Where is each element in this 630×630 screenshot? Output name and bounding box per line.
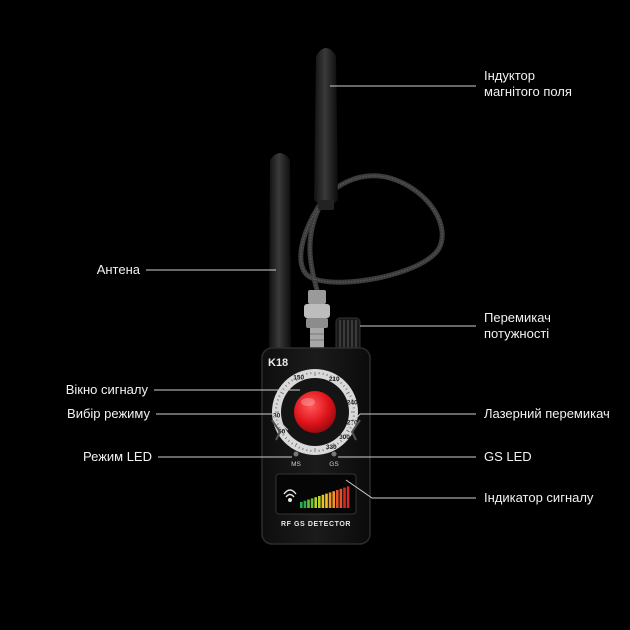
signal-meter-bar [346,486,350,508]
wifi-icon [283,489,297,503]
model-name: K18 [268,357,288,369]
dial-tick [326,373,328,376]
ms-label: MS [291,461,301,468]
dial-tick [342,437,345,440]
dial-tick [326,448,328,451]
dial-tick [345,388,348,390]
signal-meter-bar [310,498,314,508]
signal-display [275,473,357,515]
signal-meter-bar [300,502,303,508]
dial-tick [278,395,281,397]
dial-tick [278,427,281,429]
mode-select-button [271,419,282,441]
dial-tick [332,442,336,447]
dial-tick [276,423,279,425]
signal-meter-bar [314,497,317,508]
label-antenna: Антена [96,262,140,277]
dial-tick [330,375,332,378]
dial-number: 60 [278,429,286,436]
signal-meter-bar [328,492,332,508]
power-knob [335,317,361,353]
dial-number: 300 [339,434,350,441]
label-mode-led: Режим LED [83,449,152,464]
dial-tick [285,437,288,440]
label-laser-switch: Лазерний перемикач [484,406,610,421]
dial-tick [280,391,285,395]
dial-tick [287,382,290,385]
label-mode-select: Вибір режиму [67,406,150,421]
detector-text: RF GS DETECTOR [281,521,351,528]
gs-led [331,451,337,457]
signal-meter-bar [339,488,343,508]
signal-meter-bar [332,491,335,508]
dial-tick [349,395,352,397]
dial-tick [351,399,354,401]
dial-tick [298,446,300,449]
ms-led [293,451,299,457]
label-signal-indicator: Індикатор сигналу [484,490,594,505]
dial-tick [337,379,339,382]
dial-tick [294,442,298,447]
signal-meter-bar [325,493,328,508]
signal-meter-bar [303,500,307,508]
dial-tick [330,446,332,449]
dial-tick [294,377,298,382]
signal-meter-bar [318,496,321,508]
dial-tick [291,379,293,382]
dial-tick [340,382,343,385]
label-signal-window: Вікно сигналу [65,382,148,397]
dial-number: 150 [293,374,304,381]
dial-tick [282,434,285,436]
dial-tick [340,439,343,442]
dial-number: 210 [329,376,340,383]
gs-label: GS [329,461,339,468]
label-gs-led: GS LED [484,449,532,464]
label-power-switch: Перемикач потужності [484,310,551,341]
magnetic-inductor-probe [314,48,338,210]
dial-tick [345,434,348,436]
dial-tick [298,375,300,378]
dial-tick [302,448,304,451]
dial-tick [282,388,285,390]
antenna [269,153,291,352]
dial-tick [285,384,288,387]
dial-tick [332,377,336,382]
callout-lines [146,85,476,499]
laser-switch-button [350,419,361,441]
dial-tick [337,442,339,445]
signal-window-lens [294,391,336,433]
dial-tick [345,391,350,395]
signal-meter-bar [307,499,310,508]
signal-meter-bar [321,494,325,508]
dial-tick [302,373,304,376]
dial-tick [342,384,345,387]
label-magnetic-inductor: Індуктор магнітого поля [484,68,572,99]
probe-connector [304,290,330,350]
signal-meter-bar [343,487,346,508]
signal-meter-bar [336,490,339,508]
dial-tick [287,439,290,442]
dial-tick [276,399,279,401]
dial-tick [345,429,350,433]
dial-tick [349,427,352,429]
dial-tick [291,442,293,445]
dial-number: 30 [273,413,281,420]
dial-number: 240 [347,399,358,406]
dial-number: 330 [326,444,337,451]
